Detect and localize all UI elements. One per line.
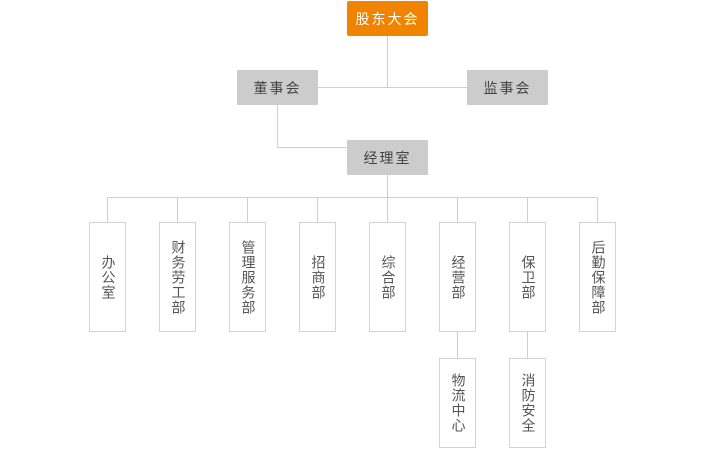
- shareholders-meeting-node: 股东大会: [347, 1, 428, 36]
- dept-general-node: 综合部: [369, 222, 406, 332]
- supervisory-board-node: 监事会: [467, 70, 548, 105]
- dept-office-node: 办公室: [89, 222, 126, 332]
- manager-office-node: 经理室: [347, 140, 428, 175]
- dept-investment-node: 招商部: [299, 222, 336, 332]
- dept-security-node: 保卫部: [509, 222, 546, 332]
- dept-operations-node: 经营部: [439, 222, 476, 332]
- sub-fire-safety-node: 消防安全: [509, 358, 546, 448]
- board-of-directors-node: 董事会: [237, 70, 318, 105]
- dept-management-service-node: 管理服务部: [229, 222, 266, 332]
- dept-logistics-support-node: 后勤保障部: [579, 222, 616, 332]
- dept-finance-labor-node: 财务劳工部: [159, 222, 196, 332]
- sub-logistics-center-node: 物流中心: [439, 358, 476, 448]
